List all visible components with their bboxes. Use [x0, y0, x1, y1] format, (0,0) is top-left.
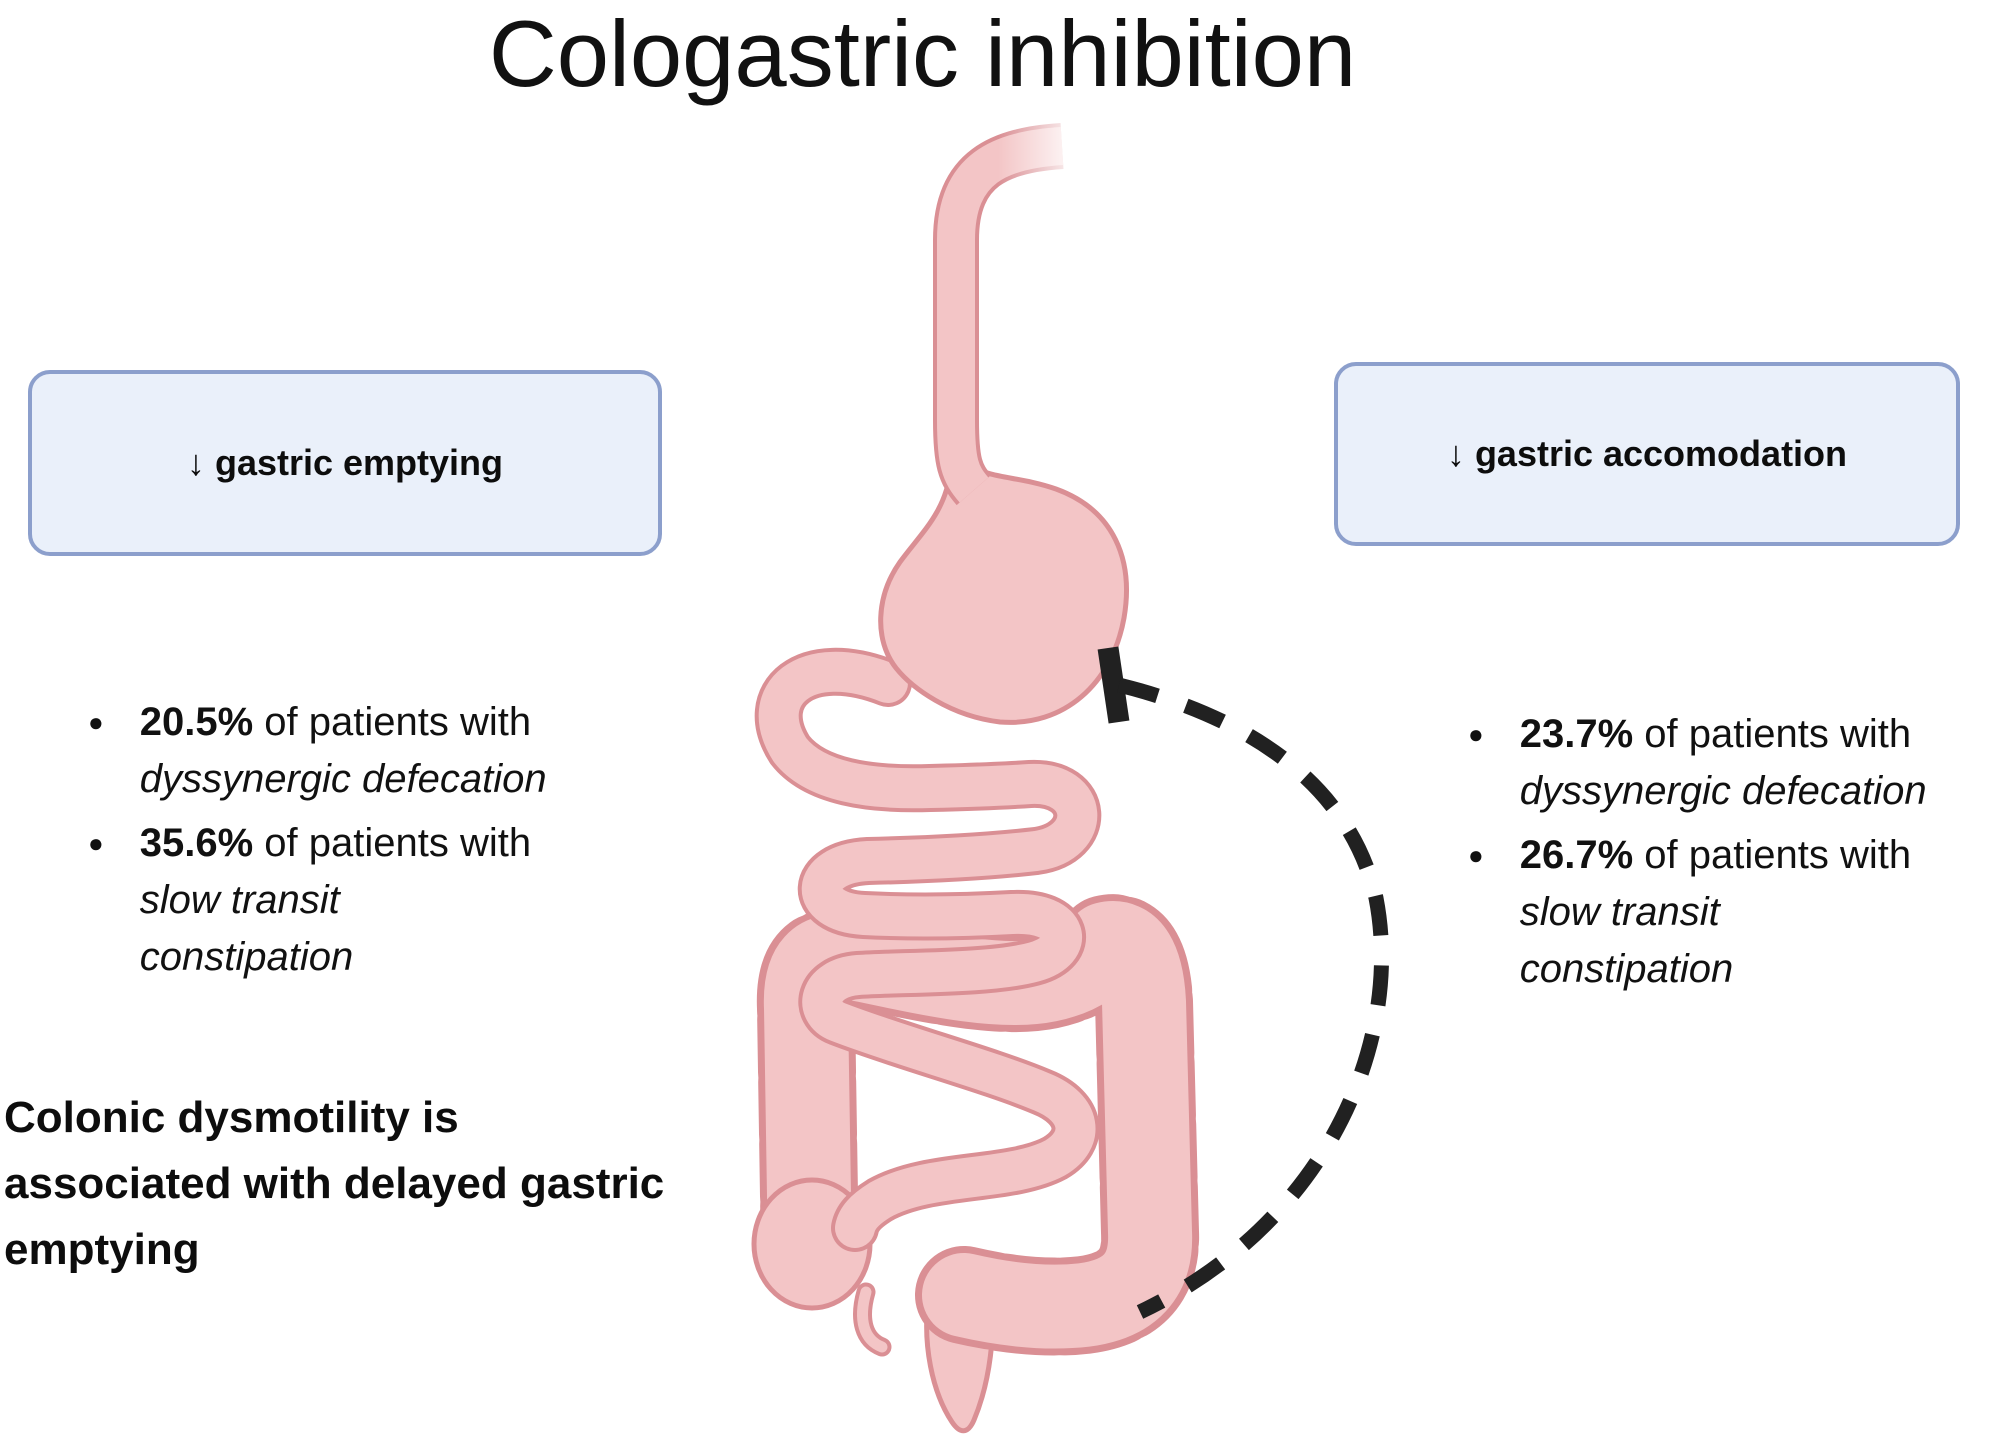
- bullet-icon: ●: [1468, 719, 1484, 749]
- small-intestine: [754, 647, 1102, 1252]
- list-item: ● 26.7% of patients with slow transit co…: [1468, 827, 1978, 998]
- label-box-gastric-accomodation: ↓ gastric accomodation: [1334, 362, 1960, 546]
- condition-text: dyssynergic defecation: [139, 757, 547, 801]
- bullet-text: 35.6% of patients with slow transit cons…: [140, 815, 531, 986]
- list-item: ● 35.6% of patients with slow transit co…: [88, 815, 598, 986]
- stat-rest: of patients with: [1633, 712, 1912, 756]
- gastric-emptying-label: ↓ gastric emptying: [186, 442, 504, 483]
- gastric-accomodation-label: ↓ gastric accomodation: [1446, 433, 1848, 474]
- stat-value: 35.6%: [139, 821, 254, 865]
- stat-line: 35.6% of patients with: [140, 815, 531, 872]
- condition-text: slow transit constipation: [139, 878, 354, 979]
- esophagus: [933, 114, 1130, 506]
- stat-value: 23.7%: [1519, 712, 1634, 756]
- page-title: Cologastric inhibition: [488, 1, 1357, 106]
- bullet-text: 26.7% of patients with slow transit cons…: [1520, 827, 1911, 998]
- stat-line: 20.5% of patients with: [140, 694, 547, 751]
- stomach: [878, 465, 1129, 725]
- stat-rest: of patients with: [1633, 833, 1912, 877]
- stat-line: 23.7% of patients with: [1520, 706, 1927, 763]
- list-item: ● 23.7% of patients with dyssynergic def…: [1468, 706, 1978, 820]
- stat-rest: of patients with: [253, 821, 532, 865]
- bullet-icon: ●: [1468, 840, 1484, 870]
- bullet-text: 23.7% of patients with dyssynergic defec…: [1520, 706, 1927, 820]
- bullet-text: 20.5% of patients with dyssynergic defec…: [140, 694, 547, 808]
- label-box-gastric-emptying: ↓ gastric emptying: [28, 370, 662, 556]
- stat-line: 26.7% of patients with: [1520, 827, 1911, 884]
- appendix: [853, 1282, 892, 1357]
- stat-rest: of patients with: [253, 700, 532, 744]
- bullet-icon: ●: [88, 828, 104, 858]
- inhibition-dashed-arc: [1097, 646, 1390, 1319]
- stat-value: 26.7%: [1519, 833, 1634, 877]
- condition-text: slow transit constipation: [1519, 890, 1734, 991]
- stat-value: 20.5%: [139, 700, 254, 744]
- arc-end-tick: [1097, 646, 1130, 724]
- esophagus-fade: [998, 114, 1130, 200]
- stats-list-left: ● 20.5% of patients with dyssynergic def…: [88, 694, 598, 986]
- bullet-icon: ●: [88, 707, 104, 737]
- list-item: ● 20.5% of patients with dyssynergic def…: [88, 694, 598, 808]
- footnote: Colonic dysmotility is associated with d…: [4, 1093, 665, 1274]
- stats-list-right: ● 23.7% of patients with dyssynergic def…: [1468, 706, 1978, 998]
- condition-text: dyssynergic defecation: [1519, 769, 1927, 813]
